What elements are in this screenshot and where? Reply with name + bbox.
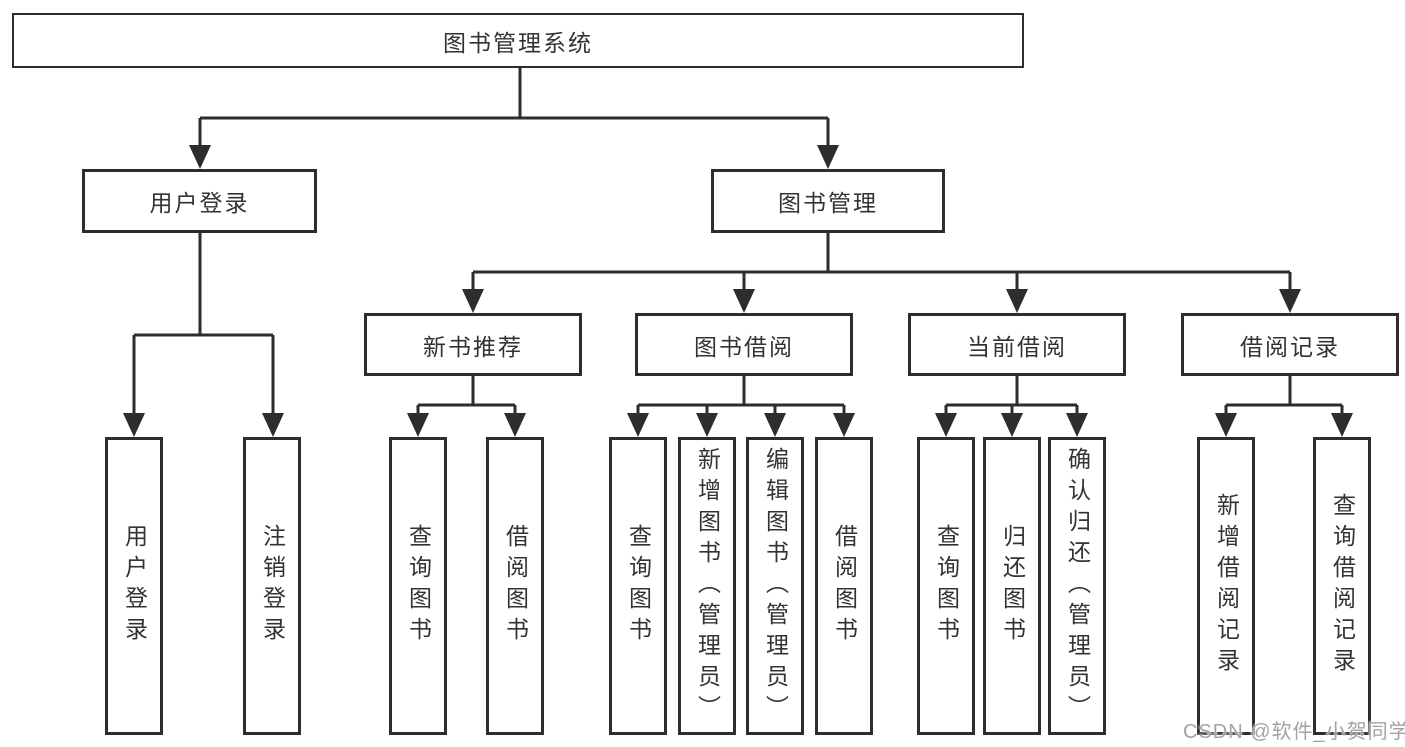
arrow-leaf-2 (262, 413, 284, 437)
edge-borrow-records-branch (1224, 376, 1344, 416)
leaf-borrow-query-books: 查询图书 (609, 437, 667, 735)
edge-user-login-branch (132, 233, 275, 416)
node-book-management-group: 图书管理 (711, 169, 945, 233)
edge-book-management-branch (471, 232, 1292, 292)
leaf-confirm-return-admin-label: 确认归还（管理员） (1064, 446, 1091, 726)
edge-book-borrow-branch (636, 376, 846, 416)
leaf-user-login: 用户登录 (105, 437, 163, 735)
node-borrow-records: 借阅记录 (1181, 313, 1399, 376)
edge-current-borrow-branch (944, 376, 1079, 416)
arrow-to-book-management (817, 145, 839, 169)
leaf-return-books-label: 归还图书 (999, 524, 1026, 648)
edge-new-book-branch (416, 376, 517, 416)
csdn-watermark: CSDN @软件_小贺同学 (1183, 721, 1405, 743)
arrow-to-book-borrow (733, 289, 755, 313)
node-book-borrow-label: 图书借阅 (694, 333, 794, 360)
leaf-edit-books-admin-label: 编辑图书（管理员） (762, 446, 789, 726)
leaf-confirm-return-admin: 确认归还（管理员） (1048, 437, 1106, 735)
leaf-add-borrow-record-label: 新增借阅记录 (1213, 493, 1240, 679)
node-root-system-label: 图书管理系统 (443, 29, 593, 56)
leaf-recommend-query-books: 查询图书 (389, 437, 447, 735)
arrow-leaf-4 (504, 413, 526, 437)
leaf-borrow-query-books-label: 查询图书 (625, 524, 652, 648)
leaf-logout: 注销登录 (243, 437, 301, 735)
arrow-leaf-7 (764, 413, 786, 437)
node-borrow-records-label: 借阅记录 (1240, 333, 1340, 360)
leaf-borrow-books: 借阅图书 (815, 437, 873, 735)
node-current-borrow-label: 当前借阅 (967, 333, 1067, 360)
leaf-add-borrow-record: 新增借阅记录 (1197, 437, 1255, 735)
node-book-management-group-label: 图书管理 (778, 190, 878, 216)
arrow-leaf-13 (1331, 413, 1353, 437)
arrow-to-new-book (462, 289, 484, 313)
edge-root-branch (198, 68, 830, 148)
arrow-leaf-11 (1066, 413, 1088, 437)
arrow-leaf-6 (696, 413, 718, 437)
arrow-to-borrow-records (1279, 289, 1301, 313)
leaf-user-login-label: 用户登录 (121, 524, 148, 648)
arrow-leaf-8 (833, 413, 855, 437)
arrow-leaf-9 (935, 413, 957, 437)
leaf-add-books-admin: 新增图书（管理员） (678, 437, 736, 735)
leaf-current-query-books-label: 查询图书 (933, 524, 960, 648)
leaf-recommend-borrow-books: 借阅图书 (486, 437, 544, 735)
leaf-recommend-query-books-label: 查询图书 (405, 524, 432, 648)
arrow-leaf-3 (407, 413, 429, 437)
leaf-query-borrow-record: 查询借阅记录 (1313, 437, 1371, 735)
leaf-edit-books-admin: 编辑图书（管理员） (746, 437, 804, 735)
arrow-leaf-1 (123, 413, 145, 437)
leaf-borrow-books-label: 借阅图书 (831, 524, 858, 648)
node-new-book-recommend-label: 新书推荐 (423, 333, 523, 360)
node-book-borrow: 图书借阅 (635, 313, 853, 376)
node-user-login-group: 用户登录 (82, 169, 317, 233)
arrow-to-user-login (189, 145, 211, 169)
arrow-leaf-12 (1215, 413, 1237, 437)
leaf-recommend-borrow-books-label: 借阅图书 (502, 524, 529, 648)
leaf-add-books-admin-label: 新增图书（管理员） (694, 446, 721, 726)
leaf-query-borrow-record-label: 查询借阅记录 (1329, 493, 1356, 679)
node-user-login-group-label: 用户登录 (149, 190, 250, 216)
leaf-logout-label: 注销登录 (259, 524, 286, 648)
node-current-borrow: 当前借阅 (908, 313, 1126, 376)
arrow-to-current-borrow (1006, 289, 1028, 313)
arrow-leaf-5 (627, 413, 649, 437)
leaf-return-books: 归还图书 (983, 437, 1041, 735)
arrow-leaf-10 (1001, 413, 1023, 437)
node-new-book-recommend: 新书推荐 (364, 313, 582, 376)
node-root-system: 图书管理系统 (12, 13, 1024, 68)
leaf-current-query-books: 查询图书 (917, 437, 975, 735)
